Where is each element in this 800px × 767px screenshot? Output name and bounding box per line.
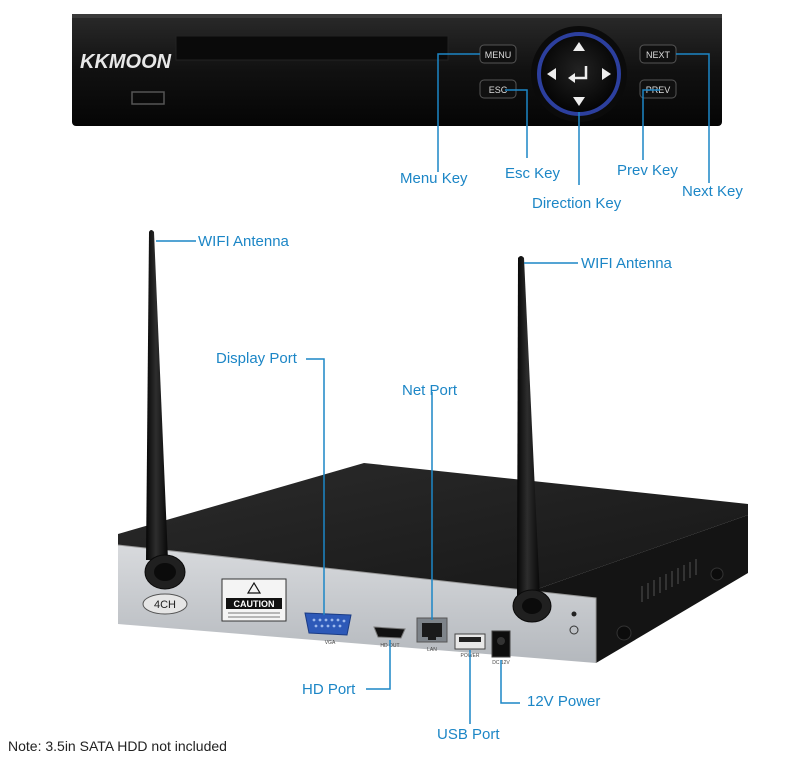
rear-device: CAUTION 4CH VGA HD OUT L [117,463,748,666]
vga-port[interactable]: VGA [304,612,352,646]
enter-icon[interactable] [568,66,588,83]
next-button-label: NEXT [646,50,671,60]
brand-logo: KKMOON [80,51,172,73]
power-12v-label: 12V Power [527,693,601,710]
channel-badge-text: 4CH [154,599,176,611]
esc-button-label: ESC [489,85,508,95]
net-port-label: Net Port [402,382,458,399]
rear-callout-lines [156,240,578,724]
usb-port-callout: USB Port [437,726,500,743]
front-panel-top-edge [72,14,722,18]
esc-key-label: Esc Key [505,165,561,182]
ir-receiver [131,91,165,105]
direction-pad[interactable] [531,26,627,122]
caution-sticker: CAUTION [221,578,287,622]
channel-badge: 4CH [142,593,188,615]
side-vents [641,559,697,602]
caution-text: CAUTION [234,599,275,609]
menu-button[interactable]: MENU [479,44,517,64]
hdd-note: Note: 3.5in SATA HDD not included [8,738,227,754]
led-indicator [571,611,577,617]
arrow-right-icon[interactable] [602,68,611,80]
direction-key-label: Direction Key [532,195,622,212]
arrow-left-icon[interactable] [547,68,556,80]
prev-button[interactable]: PREV [639,79,677,99]
front-callout-lines [437,53,710,185]
esc-button[interactable]: ESC [479,79,517,99]
front-panel: KKMOON MENU ESC NEXT PREV [72,14,722,126]
lan-port-label: LAN [427,647,437,653]
device-right-side [512,515,748,663]
menu-button-label: MENU [485,50,512,60]
side-screw [616,625,632,641]
ground-icon [569,625,579,635]
menu-key-label: Menu Key [400,170,468,187]
antenna-right [512,256,552,623]
antenna-left [144,230,186,590]
next-button[interactable]: NEXT [639,44,677,64]
wifi-antenna-left-label: WIFI Antenna [198,233,289,250]
arrow-up-icon[interactable] [573,42,585,51]
display-port-label: Display Port [216,350,297,367]
hd-port-label: HD Port [302,681,356,698]
side-screw-2 [710,567,724,581]
hdd-window [175,35,449,61]
vga-port-label: VGA [325,640,336,646]
wifi-antenna-right-label: WIFI Antenna [581,255,672,272]
arrow-down-icon[interactable] [573,97,585,106]
next-key-label: Next Key [682,183,743,200]
prev-key-label: Prev Key [617,162,678,179]
